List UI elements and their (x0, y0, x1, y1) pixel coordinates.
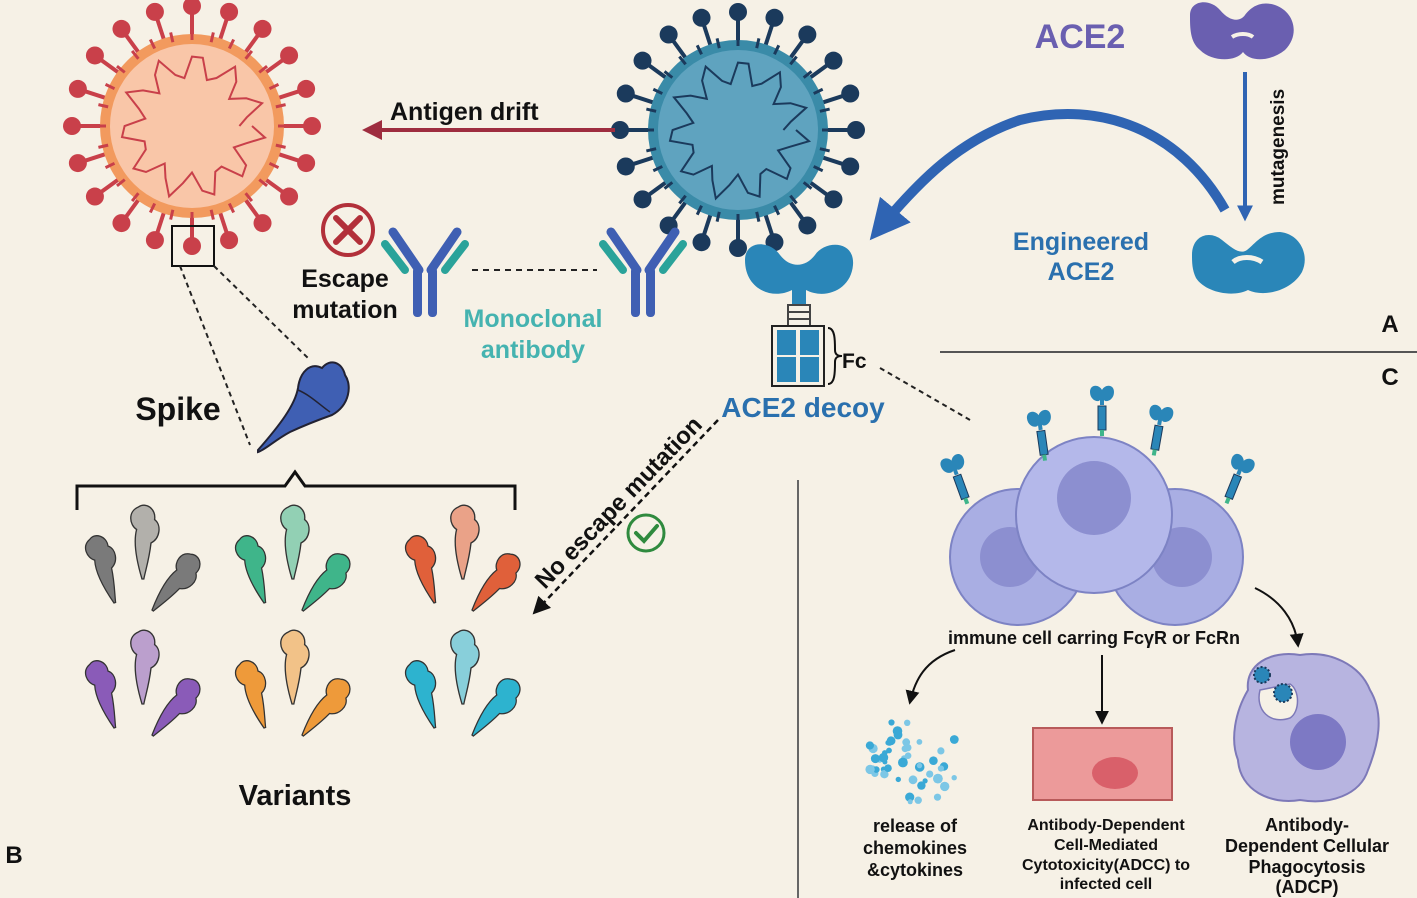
escape-label-line1: Escape (301, 265, 389, 293)
engineered-label-line1: Engineered (1013, 228, 1149, 256)
variant-spike-cluster (404, 504, 521, 612)
panel-label-a: A (1381, 311, 1398, 338)
panel-label-c: C (1381, 364, 1398, 391)
mutagenesis-label: mutagenesis (1268, 89, 1289, 205)
spike-protein-icon (257, 361, 350, 454)
adcp-label-line3: Phagocytosis (1248, 857, 1365, 877)
adcc-label-line4: infected cell (1060, 876, 1152, 893)
adcc-label-line3: Cytotoxicity(ADCC) to (1022, 857, 1190, 874)
fc-label: Fc (842, 350, 867, 373)
immune-cell-label: immune cell carring FcγR or FcRn (948, 628, 1240, 648)
escape-label-line2: mutation (292, 296, 398, 324)
monoclonal-label-line1: Monoclonal (464, 305, 603, 333)
release-label-line2: chemokines (863, 838, 967, 858)
infected-cell-icon (1032, 727, 1173, 801)
panel-label-b: B (5, 842, 22, 869)
adcp-label-line4: (ADCP) (1276, 877, 1339, 897)
engineered-label-line2: ACE2 (1048, 258, 1115, 286)
original-virus (611, 3, 865, 257)
release-label-line1: release of (873, 816, 958, 836)
adcc-label-line2: Cell-Mediated (1054, 837, 1158, 854)
monoclonal-label-line2: antibody (481, 336, 585, 364)
spike-label: Spike (135, 391, 220, 427)
no-escape-arrow (532, 419, 719, 615)
variant-spikes (84, 504, 521, 737)
release-label-line3: &cytokines (867, 860, 963, 880)
ace2-decoy-icon (745, 244, 854, 387)
ace2-decoy-label: ACE2 decoy (721, 392, 885, 423)
monoclonal-antibody-icon (381, 227, 469, 317)
chemokine-dots (865, 719, 959, 805)
antigen-drift-label: Antigen drift (390, 98, 539, 126)
monoclonal-antibody-icon (599, 227, 687, 317)
variants-label: Variants (239, 780, 352, 812)
adcp-label-line1: Antibody- (1265, 815, 1349, 835)
variant-spike-cluster (84, 504, 201, 612)
variants-bracket (75, 469, 517, 510)
variant-spike-cluster (404, 629, 521, 737)
variant-spike-cluster (234, 504, 351, 612)
variant-virus (63, 0, 321, 255)
no-escape-label: No escape mutation (530, 411, 708, 594)
adcp-arrow (1254, 587, 1304, 648)
ace2-receptor-icon (1190, 2, 1294, 60)
adcc-label-line1: Antibody-Dependent (1027, 817, 1185, 834)
fc-connector (879, 367, 971, 421)
variant-spike-cluster (84, 629, 201, 737)
engineered-to-decoy-arrow (869, 109, 1230, 241)
zoom-line-right (213, 265, 311, 361)
adcp-label-line2: Dependent Cellular (1225, 836, 1389, 856)
variant-spike-cluster (234, 629, 351, 737)
ace2-label: ACE2 (1035, 18, 1126, 56)
macrophage-icon (1233, 653, 1380, 803)
cross-icon (321, 203, 375, 257)
check-icon (626, 513, 666, 553)
immune-cell-icon (949, 436, 1244, 626)
fc-receptor-decoys (940, 385, 1255, 505)
spike-highlight-box (171, 225, 215, 267)
engineered-ace2-icon (1192, 232, 1305, 294)
release-arrow (905, 649, 956, 705)
